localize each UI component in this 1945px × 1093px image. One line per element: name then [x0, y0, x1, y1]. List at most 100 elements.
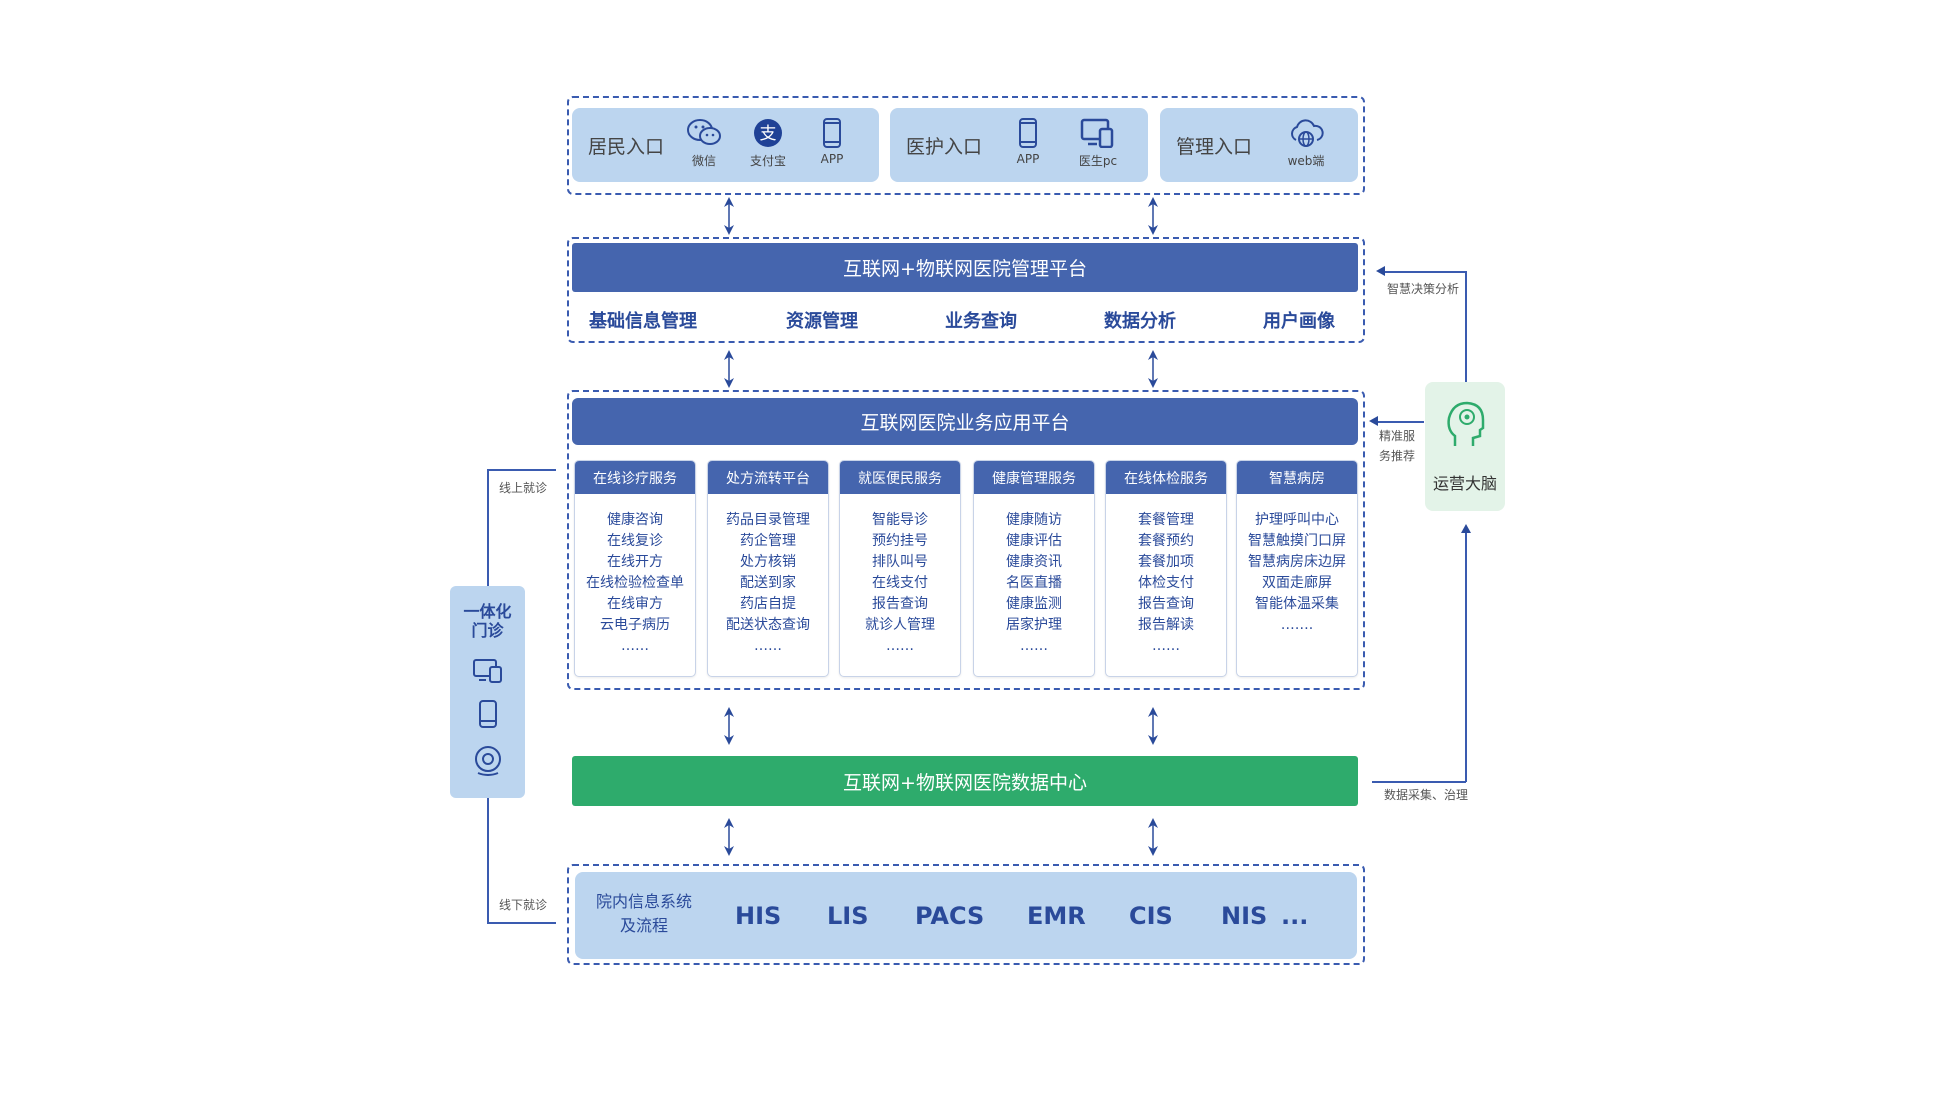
phone-icon — [1019, 118, 1037, 148]
service-item[interactable]: 智能导诊 — [872, 512, 928, 528]
service-item[interactable]: 体检支付 — [1138, 575, 1194, 591]
service-item[interactable]: 配送状态查询 — [726, 617, 810, 633]
service-column-title[interactable]: 在线体检服务 — [1106, 461, 1226, 494]
management-item: 基础信息管理 — [589, 311, 697, 332]
service-item[interactable]: …… — [886, 638, 914, 654]
service-item[interactable]: 云电子病历 — [600, 617, 670, 633]
admin-entry-label: 管理入口 — [1176, 136, 1253, 158]
phone-icon — [823, 118, 841, 148]
service-list: 智能导诊预约挂号排队叫号在线支付报告查询就诊人管理 …… — [840, 510, 960, 657]
service-item[interactable]: 智慧触摸门口屏 — [1248, 533, 1346, 549]
service-item[interactable]: 套餐预约 — [1138, 533, 1194, 549]
service-item[interactable]: 双面走廊屏 — [1262, 575, 1332, 591]
phone-icon — [479, 700, 497, 728]
double-arrow-icon — [1148, 707, 1158, 745]
wechat-entry[interactable]: 微信 — [680, 118, 728, 169]
service-column: 健康管理服务健康随访健康评估健康资讯名医直播健康监测居家护理 …… — [973, 460, 1095, 677]
decision-analysis-label: 智慧决策分析 — [1387, 282, 1460, 296]
service-item[interactable]: 药店自提 — [740, 596, 796, 612]
service-item[interactable]: …… — [1152, 638, 1180, 654]
service-item[interactable]: 排队叫号 — [872, 554, 928, 570]
connector-line — [1465, 530, 1467, 782]
service-column-title[interactable]: 就医便民服务 — [840, 461, 960, 494]
alipay-entry[interactable]: 支 支付宝 — [744, 118, 792, 169]
service-item[interactable]: 处方核销 — [740, 554, 796, 570]
admin-entry[interactable]: 管理入口 web端 — [1160, 108, 1358, 182]
service-item[interactable]: 在线检验检查单 — [586, 575, 684, 591]
service-item[interactable]: 报告解读 — [1138, 617, 1194, 633]
hospital-systems: 院内信息系统 及流程 HIS LIS PACS EMR CIS NIS ... — [575, 872, 1357, 959]
alipay-label: 支付宝 — [749, 154, 786, 168]
double-arrow-icon — [724, 818, 734, 856]
camera-icon — [475, 746, 501, 776]
service-item[interactable]: 报告查询 — [1138, 596, 1194, 612]
service-item[interactable]: 套餐加项 — [1138, 554, 1194, 570]
service-column: 在线体检服务套餐管理套餐预约套餐加项体检支付报告查询报告解读 …… — [1105, 460, 1227, 677]
integrated-clinic-panel[interactable]: 一体化 门诊 — [450, 586, 525, 798]
service-item[interactable]: 报告查询 — [872, 596, 928, 612]
service-item[interactable]: 在线复诊 — [607, 533, 663, 549]
service-item[interactable]: 健康随访 — [1006, 512, 1062, 528]
system-pacs: PACS — [915, 902, 985, 930]
arrow-left-icon — [1369, 416, 1378, 426]
connector-line — [1465, 271, 1467, 382]
service-item[interactable]: 居家护理 — [1006, 617, 1062, 633]
service-item[interactable]: 就诊人管理 — [865, 617, 935, 633]
doctor-pc-entry[interactable]: 医生pc — [1074, 118, 1122, 169]
connector-line — [1372, 781, 1466, 783]
brain-head-icon — [1447, 401, 1485, 446]
service-item[interactable]: 在线开方 — [607, 554, 663, 570]
desktop-icon — [473, 659, 502, 683]
double-arrow-icon — [724, 707, 734, 745]
wechat-label: 微信 — [691, 154, 716, 168]
arrow-up-icon — [1461, 524, 1471, 533]
app-label: APP — [1016, 152, 1040, 166]
service-item[interactable]: 在线支付 — [872, 575, 928, 591]
double-arrow-icon — [1148, 818, 1158, 856]
svg-text:支: 支 — [760, 124, 777, 144]
medical-app-entry[interactable]: APP — [1004, 118, 1052, 166]
service-list: 健康随访健康评估健康资讯名医直播健康监测居家护理 …… — [974, 510, 1094, 657]
connector-line — [1376, 421, 1424, 423]
service-column: 在线诊疗服务健康咨询在线复诊在线开方在线检验检查单在线审方云电子病历 …… — [574, 460, 696, 677]
double-arrow-icon — [724, 350, 734, 388]
service-item[interactable]: 智能体温采集 — [1255, 596, 1339, 612]
resident-app-entry[interactable]: APP — [808, 118, 856, 166]
service-item[interactable]: 药企管理 — [740, 533, 796, 549]
web-entry[interactable]: web端 — [1282, 118, 1330, 169]
service-item[interactable]: 护理呼叫中心 — [1255, 512, 1339, 528]
system-more: ... — [1281, 902, 1309, 930]
connector-line — [487, 469, 489, 586]
service-item[interactable]: …… — [621, 638, 649, 654]
service-item[interactable]: …… — [1020, 638, 1048, 654]
service-item[interactable]: 健康监测 — [1006, 596, 1062, 612]
connector-line — [487, 469, 556, 471]
service-list: 健康咨询在线复诊在线开方在线检验检查单在线审方云电子病历 …… — [575, 510, 695, 657]
management-platform-title: 互联网+物联网医院管理平台 — [572, 243, 1358, 292]
resident-entry[interactable]: 居民入口 微信 支 支付宝 APP — [572, 108, 879, 182]
service-column-title[interactable]: 健康管理服务 — [974, 461, 1094, 494]
service-item[interactable]: 预约挂号 — [872, 533, 928, 549]
operations-brain[interactable]: 运营大脑 — [1425, 382, 1505, 511]
service-item[interactable]: 健康资讯 — [1006, 554, 1062, 570]
service-column-title[interactable]: 处方流转平台 — [708, 461, 828, 494]
double-arrow-icon — [724, 197, 734, 235]
service-item[interactable]: 套餐管理 — [1138, 512, 1194, 528]
service-item[interactable]: 健康评估 — [1006, 533, 1062, 549]
data-center-title: 互联网+物联网医院数据中心 — [572, 756, 1358, 806]
service-column-title[interactable]: 智慧病房 — [1237, 461, 1357, 494]
medical-entry[interactable]: 医护入口 APP 医生pc — [890, 108, 1148, 182]
service-list: 护理呼叫中心智慧触摸门口屏智慧病房床边屏双面走廊屏智能体温采集 ……. — [1237, 510, 1357, 636]
service-item[interactable]: 智慧病房床边屏 — [1248, 554, 1346, 570]
service-item[interactable]: …… — [754, 638, 782, 654]
service-item[interactable]: 配送到家 — [740, 575, 796, 591]
service-column: 处方流转平台药品目录管理药企管理处方核销配送到家药店自提配送状态查询 …… — [707, 460, 829, 677]
service-item[interactable]: 药品目录管理 — [726, 512, 810, 528]
service-item[interactable]: 名医直播 — [1006, 575, 1062, 591]
system-emr: EMR — [1027, 902, 1086, 930]
service-item[interactable]: 健康咨询 — [607, 512, 663, 528]
service-item[interactable]: ……. — [1280, 617, 1314, 633]
service-item[interactable]: 在线审方 — [607, 596, 663, 612]
management-item: 用户画像 — [1263, 311, 1335, 332]
service-column-title[interactable]: 在线诊疗服务 — [575, 461, 695, 494]
